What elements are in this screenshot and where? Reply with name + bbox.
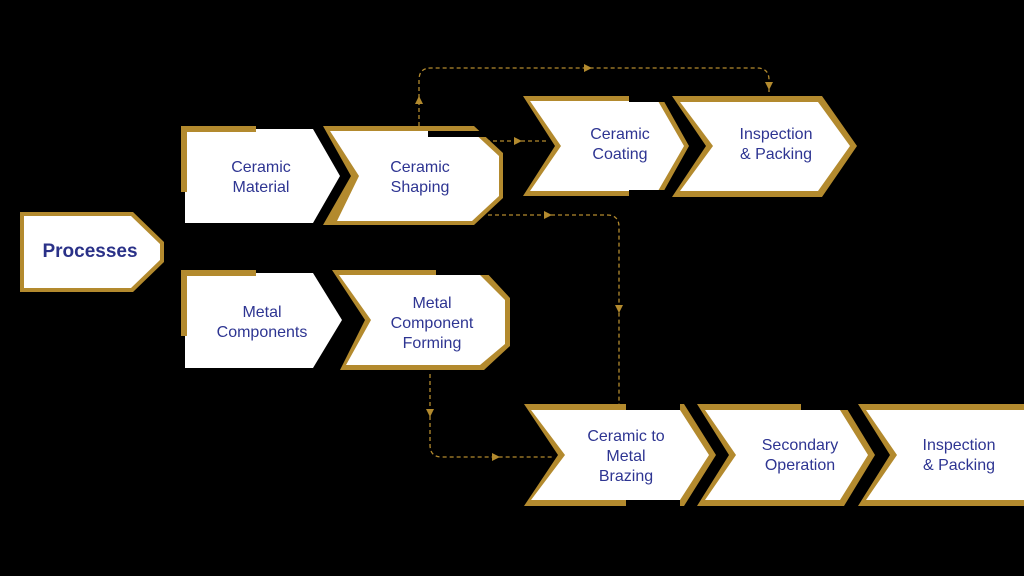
secondary-operation-label: Secondary Operation <box>761 437 839 474</box>
ceramic-to-metal-brazing-label: Ceramic to Metal Brazing <box>587 428 665 485</box>
arrowhead-down-forming <box>426 409 434 417</box>
ceramic-coating-label: Ceramic Coating <box>590 126 650 163</box>
connector-shaping-to-brazing <box>488 214 620 406</box>
ceramic-shaping-label: Ceramic Shaping <box>390 159 450 196</box>
inspection-packing-bottom-label: Inspection & Packing <box>922 437 996 474</box>
connector-forming-to-brazing <box>429 374 552 458</box>
arrowhead-right-coating <box>514 137 522 145</box>
ceramic-coating-node <box>523 96 689 197</box>
secondary-operation-node <box>697 404 875 506</box>
ceramic-shaping-node <box>323 126 508 225</box>
processes-node <box>20 212 164 292</box>
connector-shaping-to-inspection-top <box>418 67 770 126</box>
ceramic-material-label: Ceramic Material <box>231 159 291 196</box>
ceramic-to-metal-brazing-node <box>524 404 716 507</box>
arrowhead-down-mid <box>615 305 623 313</box>
metal-components-node <box>181 270 342 368</box>
inspection-packing-bottom-node <box>858 404 1024 506</box>
inspection-packing-top-node <box>672 96 857 197</box>
metal-component-forming-label: Metal Component Forming <box>390 295 474 352</box>
arrowhead-right-brazing <box>492 453 500 461</box>
inspection-packing-top-label: Inspection & Packing <box>739 126 813 163</box>
arrowhead-down-inspection <box>765 82 773 90</box>
processes-label: Processes <box>42 241 138 262</box>
arrowhead-right-mid <box>544 211 552 219</box>
arrowhead-up <box>415 96 423 104</box>
metal-component-forming-node <box>332 268 516 370</box>
ceramic-material-node <box>181 126 340 223</box>
arrowhead-right-top <box>584 64 592 72</box>
metal-components-label: Metal Components <box>216 304 308 341</box>
